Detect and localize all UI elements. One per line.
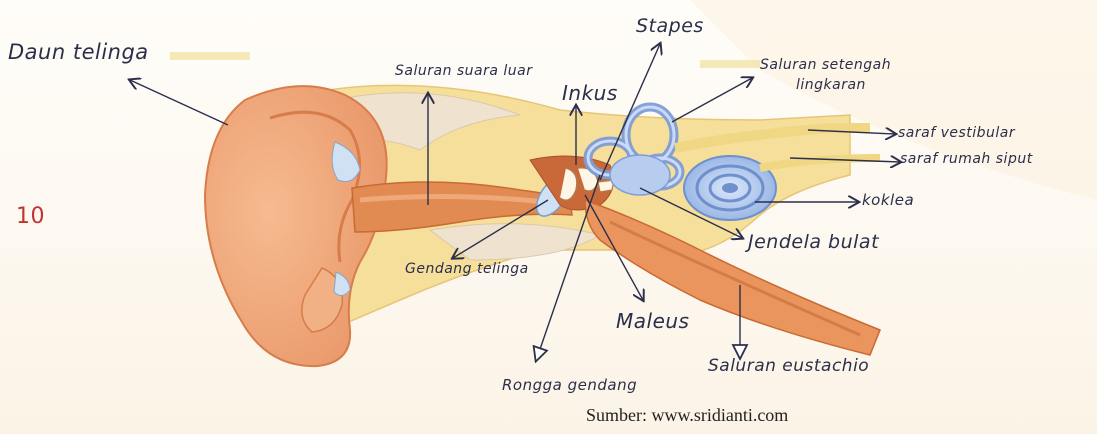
label-saluran-setengah-line2: lingkaran [796, 78, 866, 92]
background-streak [170, 52, 250, 60]
leader-daun-telinga [130, 80, 228, 125]
leader-saluran-setengah [672, 78, 752, 122]
label-jendela-bulat: Jendela bulat [748, 233, 879, 252]
label-gendang-telinga: Gendang telinga [405, 262, 529, 276]
label-inkus: Inkus [562, 83, 618, 103]
background-streak [700, 60, 760, 68]
label-saluran-setengah-line1: Saluran setengah [760, 58, 891, 72]
label-saluran-eustachio: Saluran eustachio [708, 358, 869, 375]
label-saraf-rumah-siput: saraf rumah siput [900, 152, 1033, 166]
label-rongga-gendang: Rongga gendang [502, 378, 637, 393]
label-daun-telinga: Daun telinga [8, 42, 149, 63]
label-stapes: Stapes [636, 17, 704, 36]
label-koklea: koklea [862, 193, 914, 208]
vestibule [610, 155, 670, 195]
margin-note: 10 [16, 206, 45, 228]
source-credit: Sumber: www.sridianti.com [586, 405, 788, 426]
label-saluran-suara-luar: Saluran suara luar [395, 64, 533, 78]
label-saraf-vestibular: saraf vestibular [898, 126, 1015, 140]
label-maleus: Maleus [616, 311, 689, 331]
